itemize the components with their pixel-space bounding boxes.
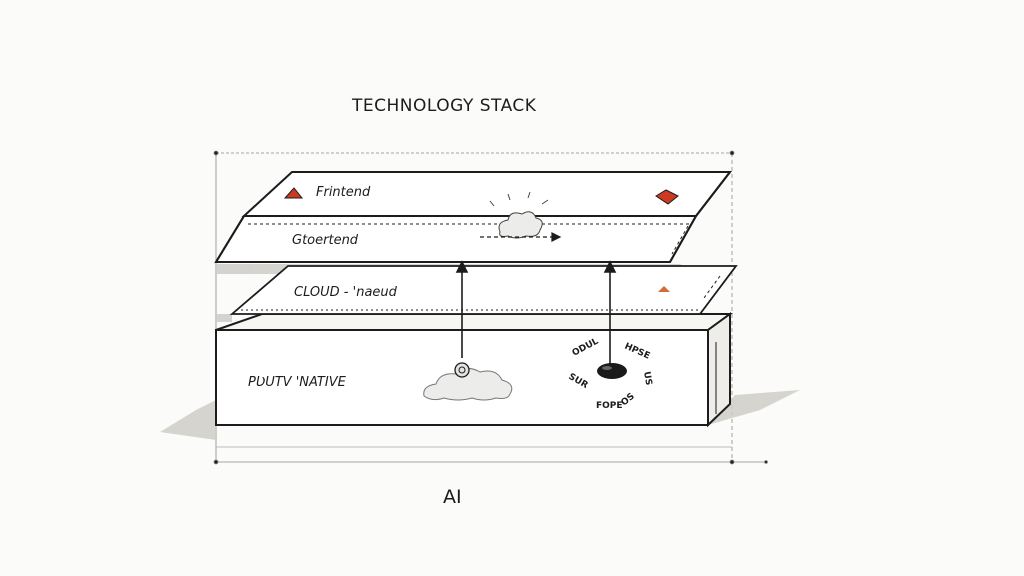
- base-layer-label: PƲUTV 'NATIVE: [248, 375, 347, 390]
- dark-disc-icon: [597, 363, 627, 379]
- diagram-title: TECHNOLOGY STACK: [351, 96, 537, 116]
- top-layer: [214, 171, 733, 263]
- svg-text:US: US: [641, 371, 653, 386]
- top-layer-label: Frintend: [316, 185, 371, 200]
- svg-text:FOPE: FOPE: [596, 401, 623, 411]
- gear-cloud-icon: [423, 362, 513, 401]
- flow-arrow: [480, 232, 562, 242]
- upward-arrows: [455, 260, 617, 372]
- warning-triangle-icon: [283, 187, 304, 199]
- top-layer-front-label: Gtoertend: [292, 233, 359, 248]
- small-orange-marker-icon: [658, 286, 670, 292]
- bottom-label: AI: [443, 486, 462, 508]
- guide-lines: [213, 150, 768, 465]
- middle-layer-label: CLOUD - 'naeud: [294, 285, 398, 300]
- red-square-icon: [655, 189, 679, 205]
